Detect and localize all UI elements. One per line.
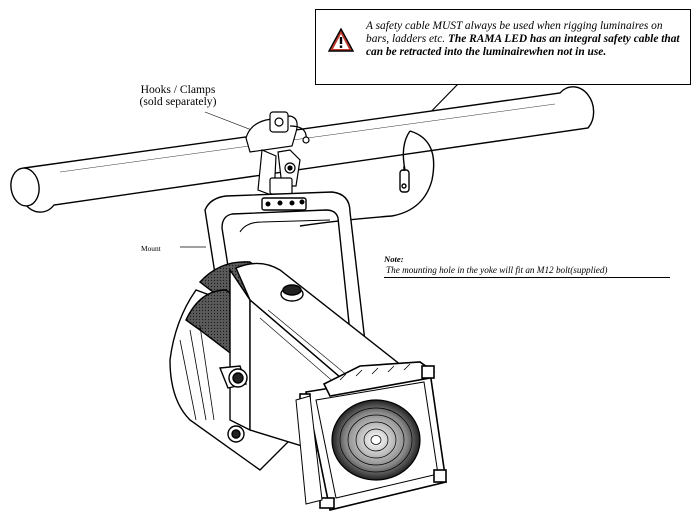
hooks-clamps-label: Hooks / Clamps (sold separately): [130, 84, 226, 108]
yoke-mount: [204, 191, 367, 383]
safety-warning-text: A safety cable MUST always be used when …: [366, 20, 684, 60]
hooks-label-line1: Hooks / Clamps: [140, 83, 216, 96]
rigging-bar: [10, 86, 595, 213]
mount-label: Mount: [141, 244, 161, 253]
note-title: Note:: [384, 254, 404, 264]
note-block: Note: The mounting hole in the yoke will…: [384, 254, 670, 278]
note-text: The mounting hole in the yoke will fit a…: [384, 265, 670, 278]
hook-clamp: [245, 111, 310, 197]
warning-triangle-icon: [328, 28, 354, 52]
safety-warning-box: A safety cable MUST always be used when …: [315, 9, 691, 85]
lens-front: [295, 361, 447, 511]
hooks-label-line2: (sold separately): [139, 95, 217, 108]
safety-warning-text-bold: The RAMA LED has an integral safety cabl…: [366, 33, 680, 59]
safety-warning-text-prefix: A safety cable MUST always be used when …: [366, 20, 663, 46]
